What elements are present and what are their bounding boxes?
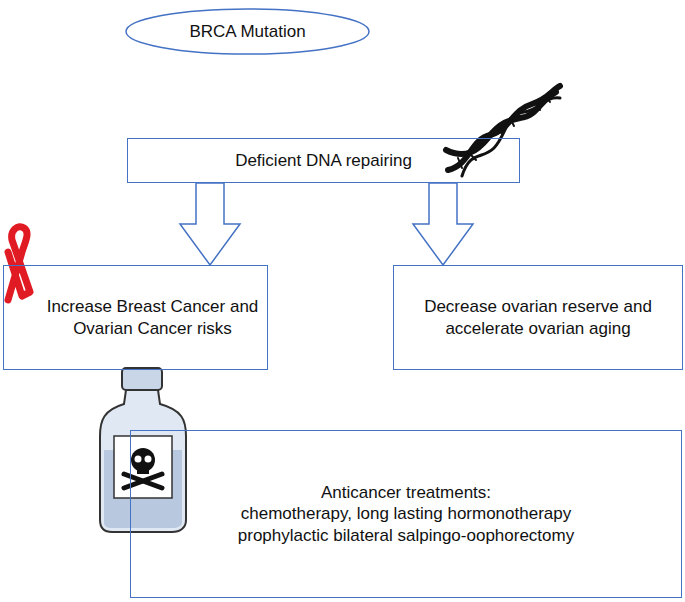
node-heading: BRCA Mutation (189, 21, 305, 42)
outcome-box: Increase Breast Cancer and Ovarian Cance… (3, 265, 268, 370)
dna-helix (446, 86, 560, 176)
block-arrow (413, 183, 473, 265)
awareness-ribbon (8, 227, 30, 300)
poison-bottle (100, 368, 186, 532)
node-body: chemotherapy, long lasting hormonotherap… (206, 503, 606, 546)
block-arrow (180, 183, 240, 265)
outcome-box: Decrease ovarian reserve and accelerate … (393, 265, 683, 370)
node-heading: Anticancer treatments: (321, 482, 491, 503)
node-heading: Deficient DNA repairing (235, 150, 412, 171)
treatment-box: Anticancer treatments:chemotherapy, long… (130, 430, 682, 598)
process-box: Deficient DNA repairing (127, 138, 520, 183)
node-heading: Increase Breast Cancer and Ovarian Cance… (45, 296, 260, 339)
start-ellipse: BRCA Mutation (125, 8, 370, 55)
node-heading: Decrease ovarian reserve and accelerate … (413, 296, 663, 339)
